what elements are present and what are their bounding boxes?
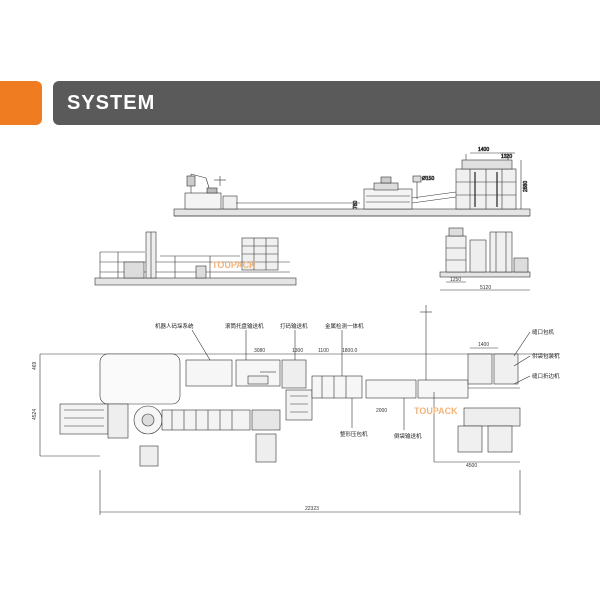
end-view: 1250 5120 [439, 227, 531, 291]
svg-text:5120: 5120 [480, 285, 491, 291]
svg-text:22323: 22323 [305, 506, 319, 512]
svg-text:1400: 1400 [478, 147, 489, 153]
header-bar: SYSTEM [53, 81, 600, 125]
side-view-left: TOUPACK [94, 231, 297, 286]
label-sewing: 缝口包机 [532, 328, 555, 336]
svg-text:1250: 1250 [450, 277, 461, 283]
watermark-plan: TOUPACK [414, 406, 458, 416]
plan-view: 22323 4524 469 [32, 305, 560, 515]
svg-text:4500: 4500 [466, 463, 477, 469]
label-seal: 缝口折边机 [532, 372, 560, 380]
svg-text:4524: 4524 [32, 409, 38, 420]
header-accent-tab [0, 81, 42, 125]
label-bag-conveyor: 打码输送机 [280, 322, 308, 330]
svg-text:1100: 1100 [318, 348, 329, 354]
side-view-top: Ø150 780 1400 1320 2880 [173, 147, 531, 217]
label-turning-conveyor: 倒袋输送机 [394, 432, 422, 440]
label-flat-conveyor: 整形压包机 [340, 430, 368, 438]
label-integrated: 金属检测一体机 [325, 322, 364, 330]
svg-text:1300: 1300 [292, 348, 303, 354]
svg-text:469: 469 [32, 361, 38, 370]
svg-text:1400: 1400 [478, 342, 489, 348]
plan-view-labels: 机器人码垛系统 滚筒托盘输送机 打码输送机 金属检测一体机 整形压包机 倒袋输送… [155, 322, 560, 440]
svg-text:780: 780 [353, 200, 359, 209]
integrated-machine-side [363, 176, 413, 210]
svg-text:1320: 1320 [501, 154, 512, 160]
svg-text:TOUPACK: TOUPACK [212, 260, 256, 270]
page-title: SYSTEM [67, 92, 156, 114]
label-bag-feeding: 供袋包装机 [532, 352, 560, 360]
svg-text:2000: 2000 [376, 408, 387, 414]
svg-text:Ø150: Ø150 [422, 176, 434, 182]
bag-feeder-tower-side [455, 154, 517, 210]
svg-text:1800.0: 1800.0 [342, 348, 358, 354]
svg-text:3080: 3080 [254, 348, 265, 354]
label-tray-conveyor: 滚筒托盘输送机 [225, 322, 264, 330]
label-robot-system: 机器人码垛系统 [155, 322, 194, 330]
svg-text:2880: 2880 [523, 181, 529, 192]
robot-palletizer-side [184, 173, 238, 210]
